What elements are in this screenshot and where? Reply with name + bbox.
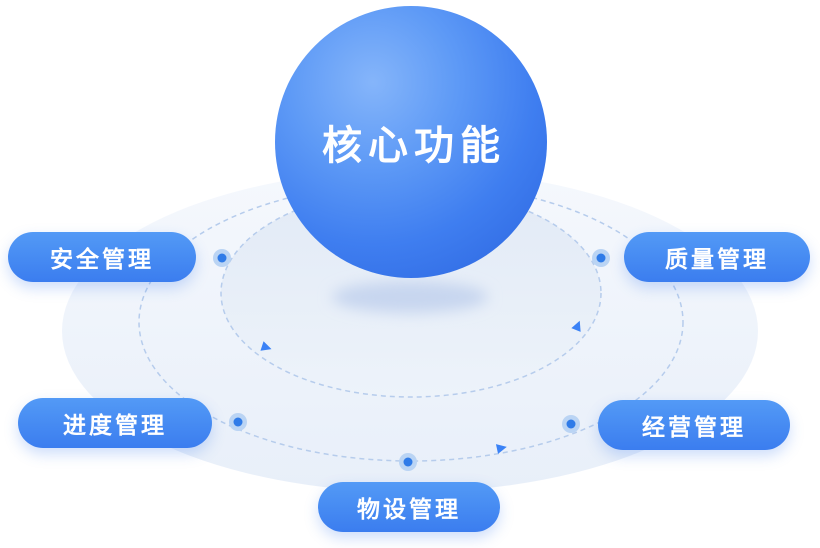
pill-progress: 进度管理	[18, 398, 212, 448]
pill-progress-label: 进度管理	[63, 412, 167, 438]
orbit-dot	[213, 249, 231, 267]
orbit-dot	[399, 453, 417, 471]
core-sphere: 核心功能	[275, 6, 547, 278]
core-label: 核心功能	[322, 124, 506, 168]
pill-operations: 经营管理	[598, 400, 790, 450]
orbit-arrow-icon	[571, 320, 581, 332]
sphere-shadow	[332, 281, 488, 313]
pill-safety: 安全管理	[8, 232, 196, 282]
orbit-dot	[229, 413, 247, 431]
pill-safety-label: 安全管理	[50, 246, 154, 272]
pill-equipment-label: 物设管理	[357, 496, 461, 522]
pill-quality-label: 质量管理	[665, 246, 769, 272]
orbit-dot	[562, 415, 580, 433]
orbit-arrow-icon	[495, 444, 507, 454]
orbit-dot	[592, 249, 610, 267]
pill-quality: 质量管理	[624, 232, 810, 282]
pill-equipment: 物设管理	[318, 482, 500, 532]
pill-operations-label: 经营管理	[642, 414, 746, 440]
orbit-arrow-icon	[260, 341, 272, 351]
